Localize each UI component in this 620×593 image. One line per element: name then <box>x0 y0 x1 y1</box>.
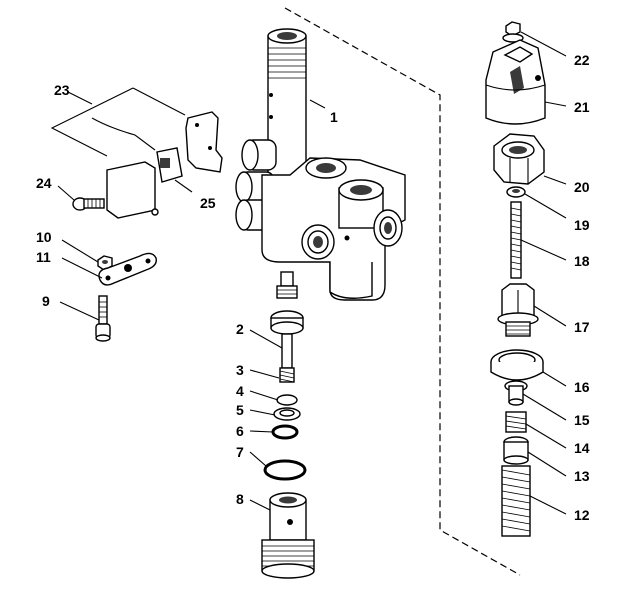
part-1-manifold <box>235 28 406 301</box>
assembly-dash-line <box>284 7 521 576</box>
callout-8: 8 <box>236 491 244 507</box>
part-23-group-bracket <box>50 87 186 157</box>
callout-5: 5 <box>236 402 244 418</box>
callout-16: 16 <box>574 379 590 395</box>
part-20-hex-nut <box>493 133 545 185</box>
callout-13: 13 <box>574 468 590 484</box>
callout-2: 2 <box>236 321 244 337</box>
part-7-o-ring <box>263 459 307 481</box>
callout-4: 4 <box>236 383 244 399</box>
callout-17: 17 <box>574 319 590 335</box>
callout-14: 14 <box>574 440 590 456</box>
part-24-screw <box>72 197 105 211</box>
callout-24: 24 <box>36 175 52 191</box>
part-18-threaded-rod <box>510 201 522 279</box>
part-19-small-nut <box>506 186 526 198</box>
callout-12: 12 <box>574 507 590 523</box>
callout-20: 20 <box>574 179 590 195</box>
part-9-bolt <box>95 295 111 342</box>
part-4-ring <box>276 394 298 406</box>
callout-15: 15 <box>574 412 590 428</box>
part-13-cup <box>503 436 529 465</box>
part-8-valve-seat <box>261 492 315 579</box>
callout-11: 11 <box>36 249 51 265</box>
part-3-spring <box>279 367 295 383</box>
callout-9: 9 <box>42 293 50 309</box>
part-11-plate <box>98 252 157 286</box>
callout-labels: 1 2 3 4 5 6 7 8 9 10 11 12 13 14 15 16 1… <box>36 52 590 523</box>
part-2-valve-stem <box>270 271 304 369</box>
callout-1: 1 <box>330 109 338 125</box>
callout-3: 3 <box>236 362 244 378</box>
callout-22: 22 <box>574 52 590 68</box>
part-22-cap-nut <box>502 21 524 43</box>
part-14-spring <box>505 411 527 433</box>
callout-7: 7 <box>236 444 244 460</box>
callout-6: 6 <box>236 423 244 439</box>
part-25-micro-switch <box>156 147 183 183</box>
leader-lines <box>57 31 567 515</box>
part-16-ring-nut <box>490 349 544 381</box>
callout-21: 21 <box>574 99 590 115</box>
part-5-washer <box>273 407 301 421</box>
callout-18: 18 <box>574 253 590 269</box>
callout-23: 23 <box>54 82 70 98</box>
part-17-adapter <box>497 283 539 337</box>
callout-25: 25 <box>200 195 216 211</box>
part-24-cover-plate <box>106 161 159 219</box>
callout-10: 10 <box>36 229 52 245</box>
part-15-piston <box>504 380 528 406</box>
part-6-o-ring <box>271 424 299 440</box>
part-21-knob <box>485 39 546 125</box>
callout-19: 19 <box>574 217 590 233</box>
part-12-large-spring <box>501 465 531 537</box>
